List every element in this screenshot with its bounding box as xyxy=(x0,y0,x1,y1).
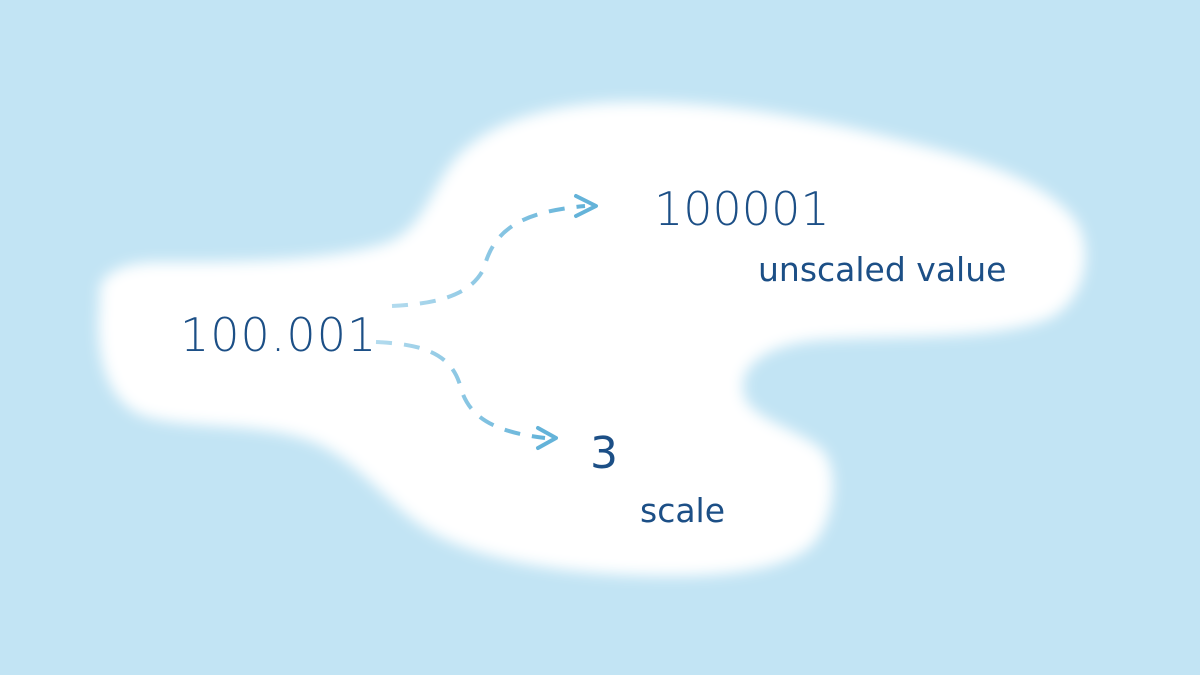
unscaled-value-number: 100001 xyxy=(654,182,830,236)
cloud-shape xyxy=(98,101,1086,576)
source-decimal-value: 100.001 xyxy=(180,308,378,362)
arrow-to-scale xyxy=(375,340,546,440)
unscaled-value-caption: unscaled value xyxy=(758,250,1007,289)
scale-number: 3 xyxy=(590,428,618,479)
arrowhead-unscaled-icon xyxy=(574,194,598,218)
arrow-to-unscaled-value xyxy=(391,204,586,308)
arrowhead-scale-icon xyxy=(536,426,558,450)
scale-caption: scale xyxy=(640,491,726,530)
